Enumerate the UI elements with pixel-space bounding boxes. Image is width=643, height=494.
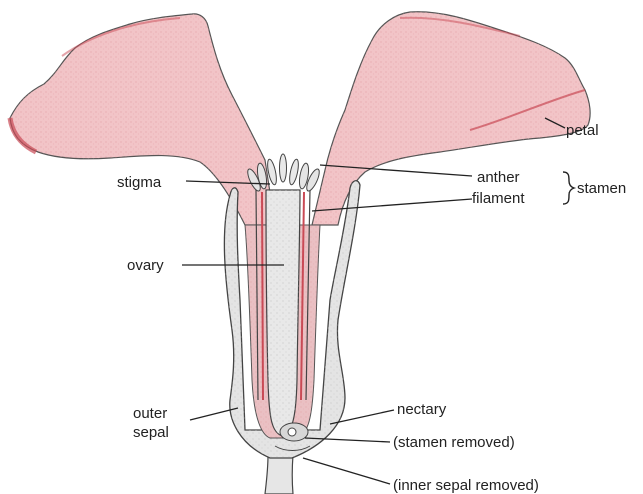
label-inner-sepal-removed: (inner sepal removed): [393, 477, 539, 494]
label-ovary: ovary: [127, 257, 164, 274]
ovary: [266, 190, 300, 436]
leader-inner-sepal-removed: [303, 458, 390, 484]
label-outer-sepal-line1: outer: [133, 405, 167, 422]
label-nectary: nectary: [397, 401, 447, 418]
label-stigma: stigma: [117, 174, 162, 191]
stalk: [265, 455, 293, 494]
label-filament: filament: [472, 190, 525, 207]
label-stamen: stamen: [577, 180, 626, 197]
label-petal: petal: [566, 122, 599, 139]
label-anther: anther: [477, 169, 520, 186]
label-stamen-removed: (stamen removed): [393, 434, 515, 451]
label-outer-sepal-line2: sepal: [133, 424, 169, 441]
stamen-brace: [563, 172, 574, 204]
stigma-lobes: [266, 154, 300, 185]
